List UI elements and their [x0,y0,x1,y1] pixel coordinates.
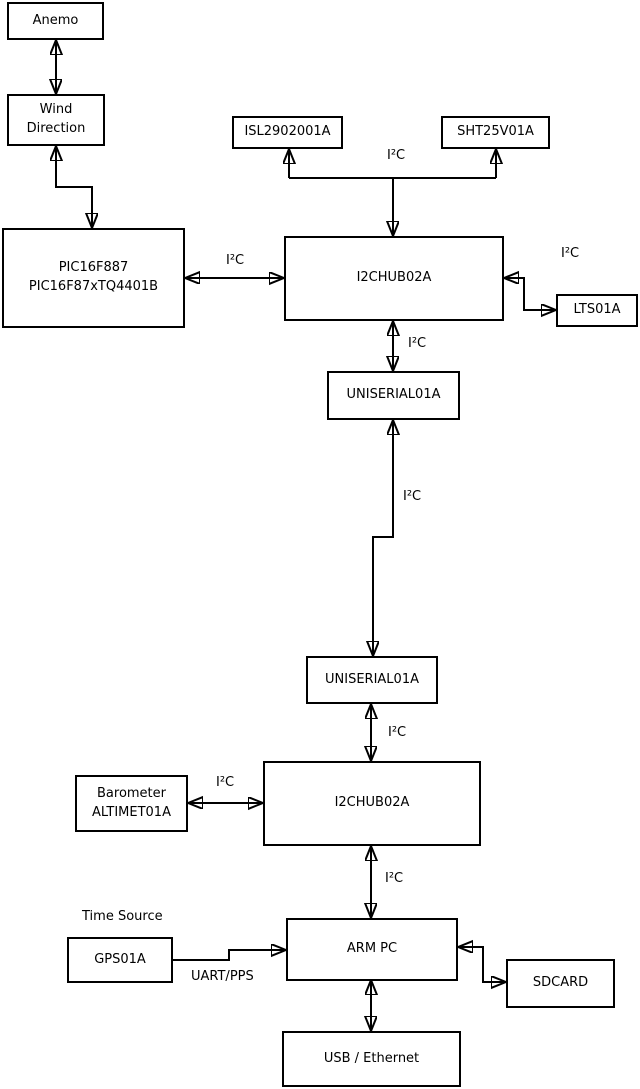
node-i2chub02a-lower: I2CHUB02A [263,761,481,846]
label-uart-pps: UART/PPS [191,969,254,984]
edge-hub1-lts [504,278,556,310]
node-arm-pc: ARM PC [286,918,458,981]
label-i2c-barometer-hub2: I²C [216,775,235,790]
node-pic16f887: PIC16F887 PIC16F87xTQ4401B [2,228,185,328]
label-i2c-uniserial2-hub2: I²C [388,725,407,740]
label-i2c-hub1-uniserial1: I²C [408,336,427,351]
node-usb-ethernet: USB / Ethernet [282,1031,461,1087]
label-i2c-hub1-lts: I²C [561,246,580,261]
node-wind-direction: Wind Direction [7,94,105,146]
label-i2c-bus-top: I²C [387,148,406,163]
node-lts01a: LTS01A [556,294,638,327]
edge-uniserial1-uniserial2 [373,420,393,656]
node-gps01a: GPS01A [67,937,173,983]
edge-armpc-sdcard [458,947,506,982]
edge-gps-armpc [173,950,286,961]
label-i2c-pic-hub1: I²C [226,253,245,268]
label-i2c-hub2-armpc: I²C [385,871,404,886]
node-barometer-altimet01a: Barometer ALTIMET01A [75,775,188,832]
node-i2chub02a-upper: I2CHUB02A [284,236,504,321]
node-sht25v01a: SHT25V01A [441,116,550,149]
label-i2c-uniserial-link: I²C [403,489,422,504]
label-time-source: Time Source [82,909,163,924]
edge-wind-pic [56,146,92,228]
node-isl2902001a: ISL2902001A [232,116,343,149]
node-sdcard: SDCARD [506,959,615,1008]
node-anemo: Anemo [7,2,104,40]
node-uniserial01a-lower: UNISERIAL01A [306,656,438,704]
node-uniserial01a-upper: UNISERIAL01A [327,371,460,420]
